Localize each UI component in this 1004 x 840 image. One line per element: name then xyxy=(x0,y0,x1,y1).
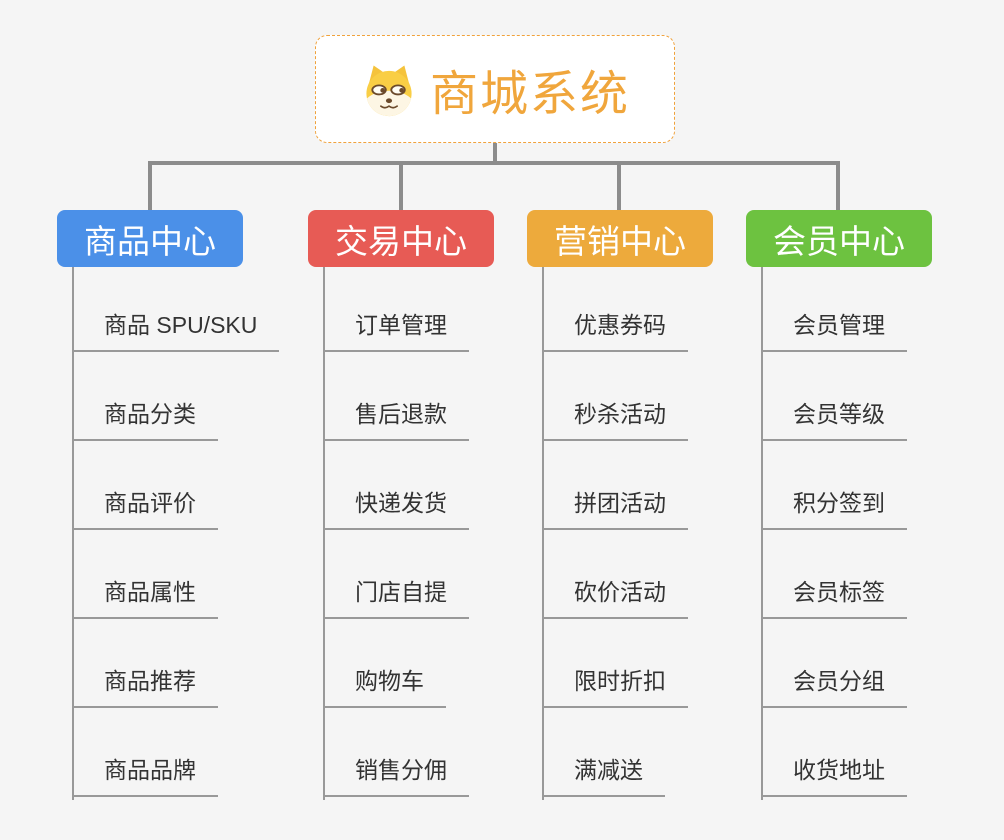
leaf-node[interactable]: 商品 SPU/SKU xyxy=(72,310,280,352)
doge-icon xyxy=(360,61,418,117)
leaf-node[interactable]: 会员等级 xyxy=(761,399,907,441)
leaf-node[interactable]: 订单管理 xyxy=(323,310,469,352)
branch-label: 营销中心 xyxy=(554,222,686,260)
leaf-node[interactable]: 积分签到 xyxy=(761,488,907,530)
leaf-node[interactable]: 商品评价 xyxy=(72,488,218,530)
leaf-node[interactable]: 商品品牌 xyxy=(72,755,218,797)
leaf-node[interactable]: 会员标签 xyxy=(761,577,907,619)
root-title: 商城系统 xyxy=(429,68,630,121)
subtree-line-trade xyxy=(323,267,325,800)
leaf-node[interactable]: 会员分组 xyxy=(761,666,907,708)
subtree-line-marketing xyxy=(542,267,544,800)
connector-drop-trade xyxy=(399,163,403,210)
root-node-mall-system[interactable]: 商城系统 xyxy=(315,35,675,143)
leaf-node[interactable]: 商品属性 xyxy=(72,577,218,619)
leaf-node[interactable]: 购物车 xyxy=(323,666,446,708)
connector-root-stub xyxy=(493,143,497,165)
leaf-node[interactable]: 拼团活动 xyxy=(542,488,688,530)
leaf-node[interactable]: 会员管理 xyxy=(761,310,907,352)
leaf-node[interactable]: 销售分佣 xyxy=(323,755,469,797)
branch-node-member-center[interactable]: 会员中心 xyxy=(746,210,932,267)
leaf-node[interactable]: 售后退款 xyxy=(323,399,469,441)
leaf-node[interactable]: 商品分类 xyxy=(72,399,218,441)
subtree-product-center: 商品 SPU/SKU 商品分类 商品评价 商品属性 商品推荐 商品品牌 xyxy=(72,267,280,797)
leaf-node[interactable]: 满减送 xyxy=(542,755,665,797)
connector-drop-member xyxy=(836,163,840,210)
leaf-node[interactable]: 砍价活动 xyxy=(542,577,688,619)
connector-rail xyxy=(148,161,840,165)
branch-label: 会员中心 xyxy=(773,222,905,260)
branch-node-marketing-center[interactable]: 营销中心 xyxy=(527,210,713,267)
subtree-line-product xyxy=(72,267,74,800)
branch-label: 交易中心 xyxy=(335,222,467,260)
leaf-node[interactable]: 秒杀活动 xyxy=(542,399,688,441)
leaf-node[interactable]: 收货地址 xyxy=(761,755,907,797)
connector-drop-marketing xyxy=(617,163,621,210)
leaf-node[interactable]: 门店自提 xyxy=(323,577,469,619)
subtree-trade-center: 订单管理 售后退款 快递发货 门店自提 购物车 销售分佣 xyxy=(323,267,469,797)
connector-drop-product xyxy=(148,163,152,210)
leaf-node[interactable]: 限时折扣 xyxy=(542,666,688,708)
leaf-node[interactable]: 快递发货 xyxy=(323,488,469,530)
leaf-node[interactable]: 优惠券码 xyxy=(542,310,688,352)
branch-label: 商品中心 xyxy=(84,222,216,260)
subtree-marketing-center: 优惠券码 秒杀活动 拼团活动 砍价活动 限时折扣 满减送 xyxy=(542,267,688,797)
branch-node-product-center[interactable]: 商品中心 xyxy=(57,210,243,267)
subtree-line-member xyxy=(761,267,763,800)
leaf-node[interactable]: 商品推荐 xyxy=(72,666,218,708)
subtree-member-center: 会员管理 会员等级 积分签到 会员标签 会员分组 收货地址 xyxy=(761,267,907,797)
branch-node-trade-center[interactable]: 交易中心 xyxy=(308,210,494,267)
